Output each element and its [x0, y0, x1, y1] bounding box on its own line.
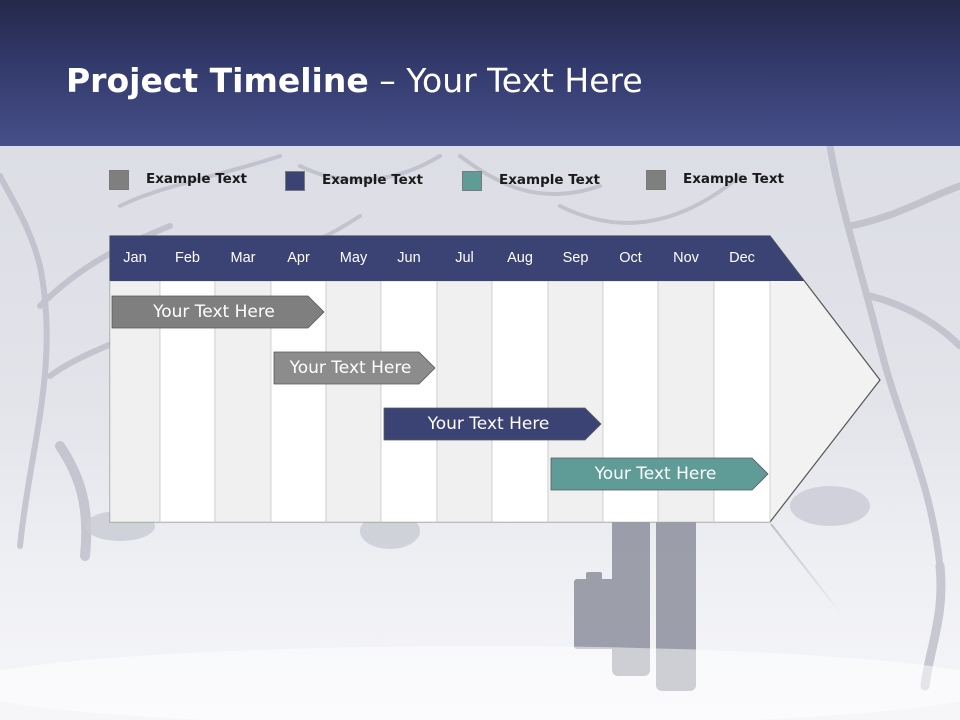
month-label-sep: Sep	[562, 250, 589, 266]
timeline-bar-label-1: Your Text Here	[153, 302, 275, 322]
legend-label-3: Example Text	[499, 172, 600, 188]
winter-trees-illustration	[0, 146, 960, 720]
timeline-bar-2[interactable]	[273, 351, 436, 385]
month-column-jun	[380, 280, 438, 523]
timeline-bar-label-4: Your Text Here	[594, 464, 717, 484]
timeline-bars	[111, 295, 769, 491]
month-column-aug	[491, 280, 549, 523]
month-label-nov: Nov	[673, 250, 699, 266]
month-column-may	[325, 280, 382, 523]
slide-title: Project Timeline – Your Text Here	[66, 60, 643, 102]
legend-swatch-2	[285, 171, 305, 191]
legend-label-1: Example Text	[146, 171, 247, 187]
timeline-bar-4[interactable]	[550, 457, 769, 491]
month-header-strip	[110, 236, 804, 281]
title-bold: Project Timeline	[66, 61, 369, 100]
legend-label-2: Example Text	[322, 172, 423, 188]
timeline-bar-label-3: Your Text Here	[427, 414, 550, 434]
legend-swatch-1	[109, 170, 129, 190]
month-label-oct: Oct	[619, 250, 642, 266]
header-band: Project Timeline – Your Text Here	[0, 0, 960, 146]
month-label-feb: Feb	[175, 250, 200, 266]
timeline-bar-3[interactable]	[383, 407, 602, 441]
month-label-jan: Jan	[123, 250, 147, 266]
month-label-apr: Apr	[287, 250, 310, 266]
legend-swatch-4	[646, 170, 666, 190]
month-label-jul: Jul	[455, 250, 474, 266]
month-label-jun: Jun	[397, 250, 421, 266]
month-label-may: May	[339, 250, 368, 266]
timeline-bar-1[interactable]	[111, 295, 325, 329]
month-column-jul	[436, 280, 493, 523]
month-label-aug: Aug	[507, 250, 533, 266]
legend-swatch-3	[462, 171, 482, 191]
timeline-bar-label-2: Your Text Here	[289, 358, 412, 378]
reflection-right	[770, 523, 843, 616]
legend-label-4: Example Text	[683, 171, 784, 187]
month-label-mar: Mar	[230, 250, 256, 266]
title-rest: – Your Text Here	[368, 61, 643, 100]
month-label-dec: Dec	[729, 250, 755, 266]
